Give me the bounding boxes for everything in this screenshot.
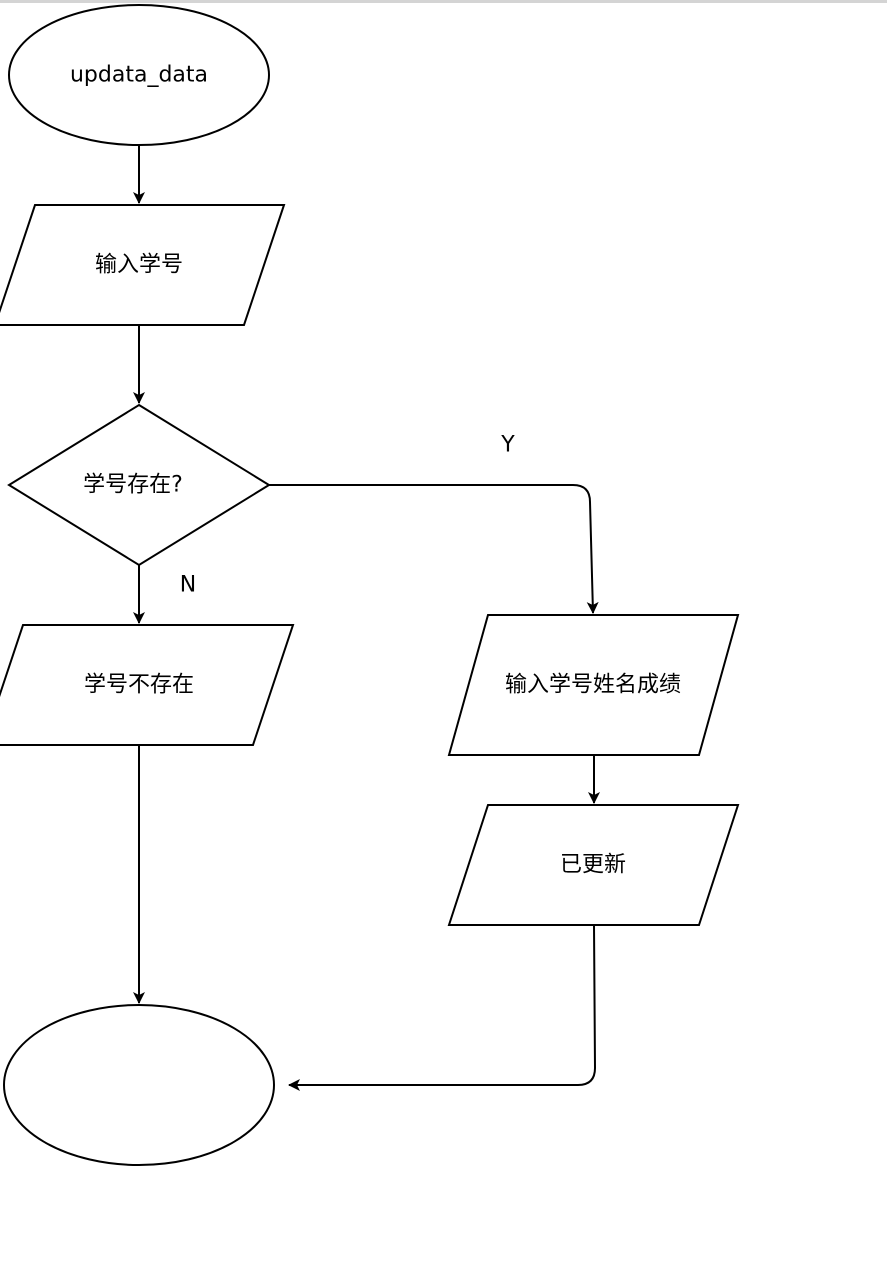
yes-label: Y [500,433,515,458]
no-label: N [180,573,196,598]
start-label: updata_data [70,63,208,88]
start-node: updata_data [8,4,270,146]
end-node [3,1004,275,1166]
end-ellipse [3,1004,275,1166]
input-all-node: 输入学号姓名成绩 [447,614,740,756]
connector-updated-to-end [288,924,597,1091]
updated-node: 已更新 [447,804,740,926]
start-ellipse [8,4,270,146]
decision-diamond [7,403,271,567]
not-exist-shape [0,624,295,746]
top-rule [0,0,887,3]
connector-decision-yes [269,484,599,614]
updated-shape [447,804,740,926]
not-exist-node: 学号不存在 [0,624,295,746]
decision-label: 学号存在? [83,473,183,498]
decision-node: 学号存在? [7,403,271,567]
input-id-shape [0,204,286,326]
input-all-label: 输入学号姓名成绩 [505,673,681,698]
input-id-node: 输入学号 [0,204,286,326]
not-exist-label: 学号不存在 [84,673,194,698]
input-all-shape [447,614,740,756]
updated-label: 已更新 [560,853,626,878]
input-id-label: 输入学号 [95,253,183,278]
